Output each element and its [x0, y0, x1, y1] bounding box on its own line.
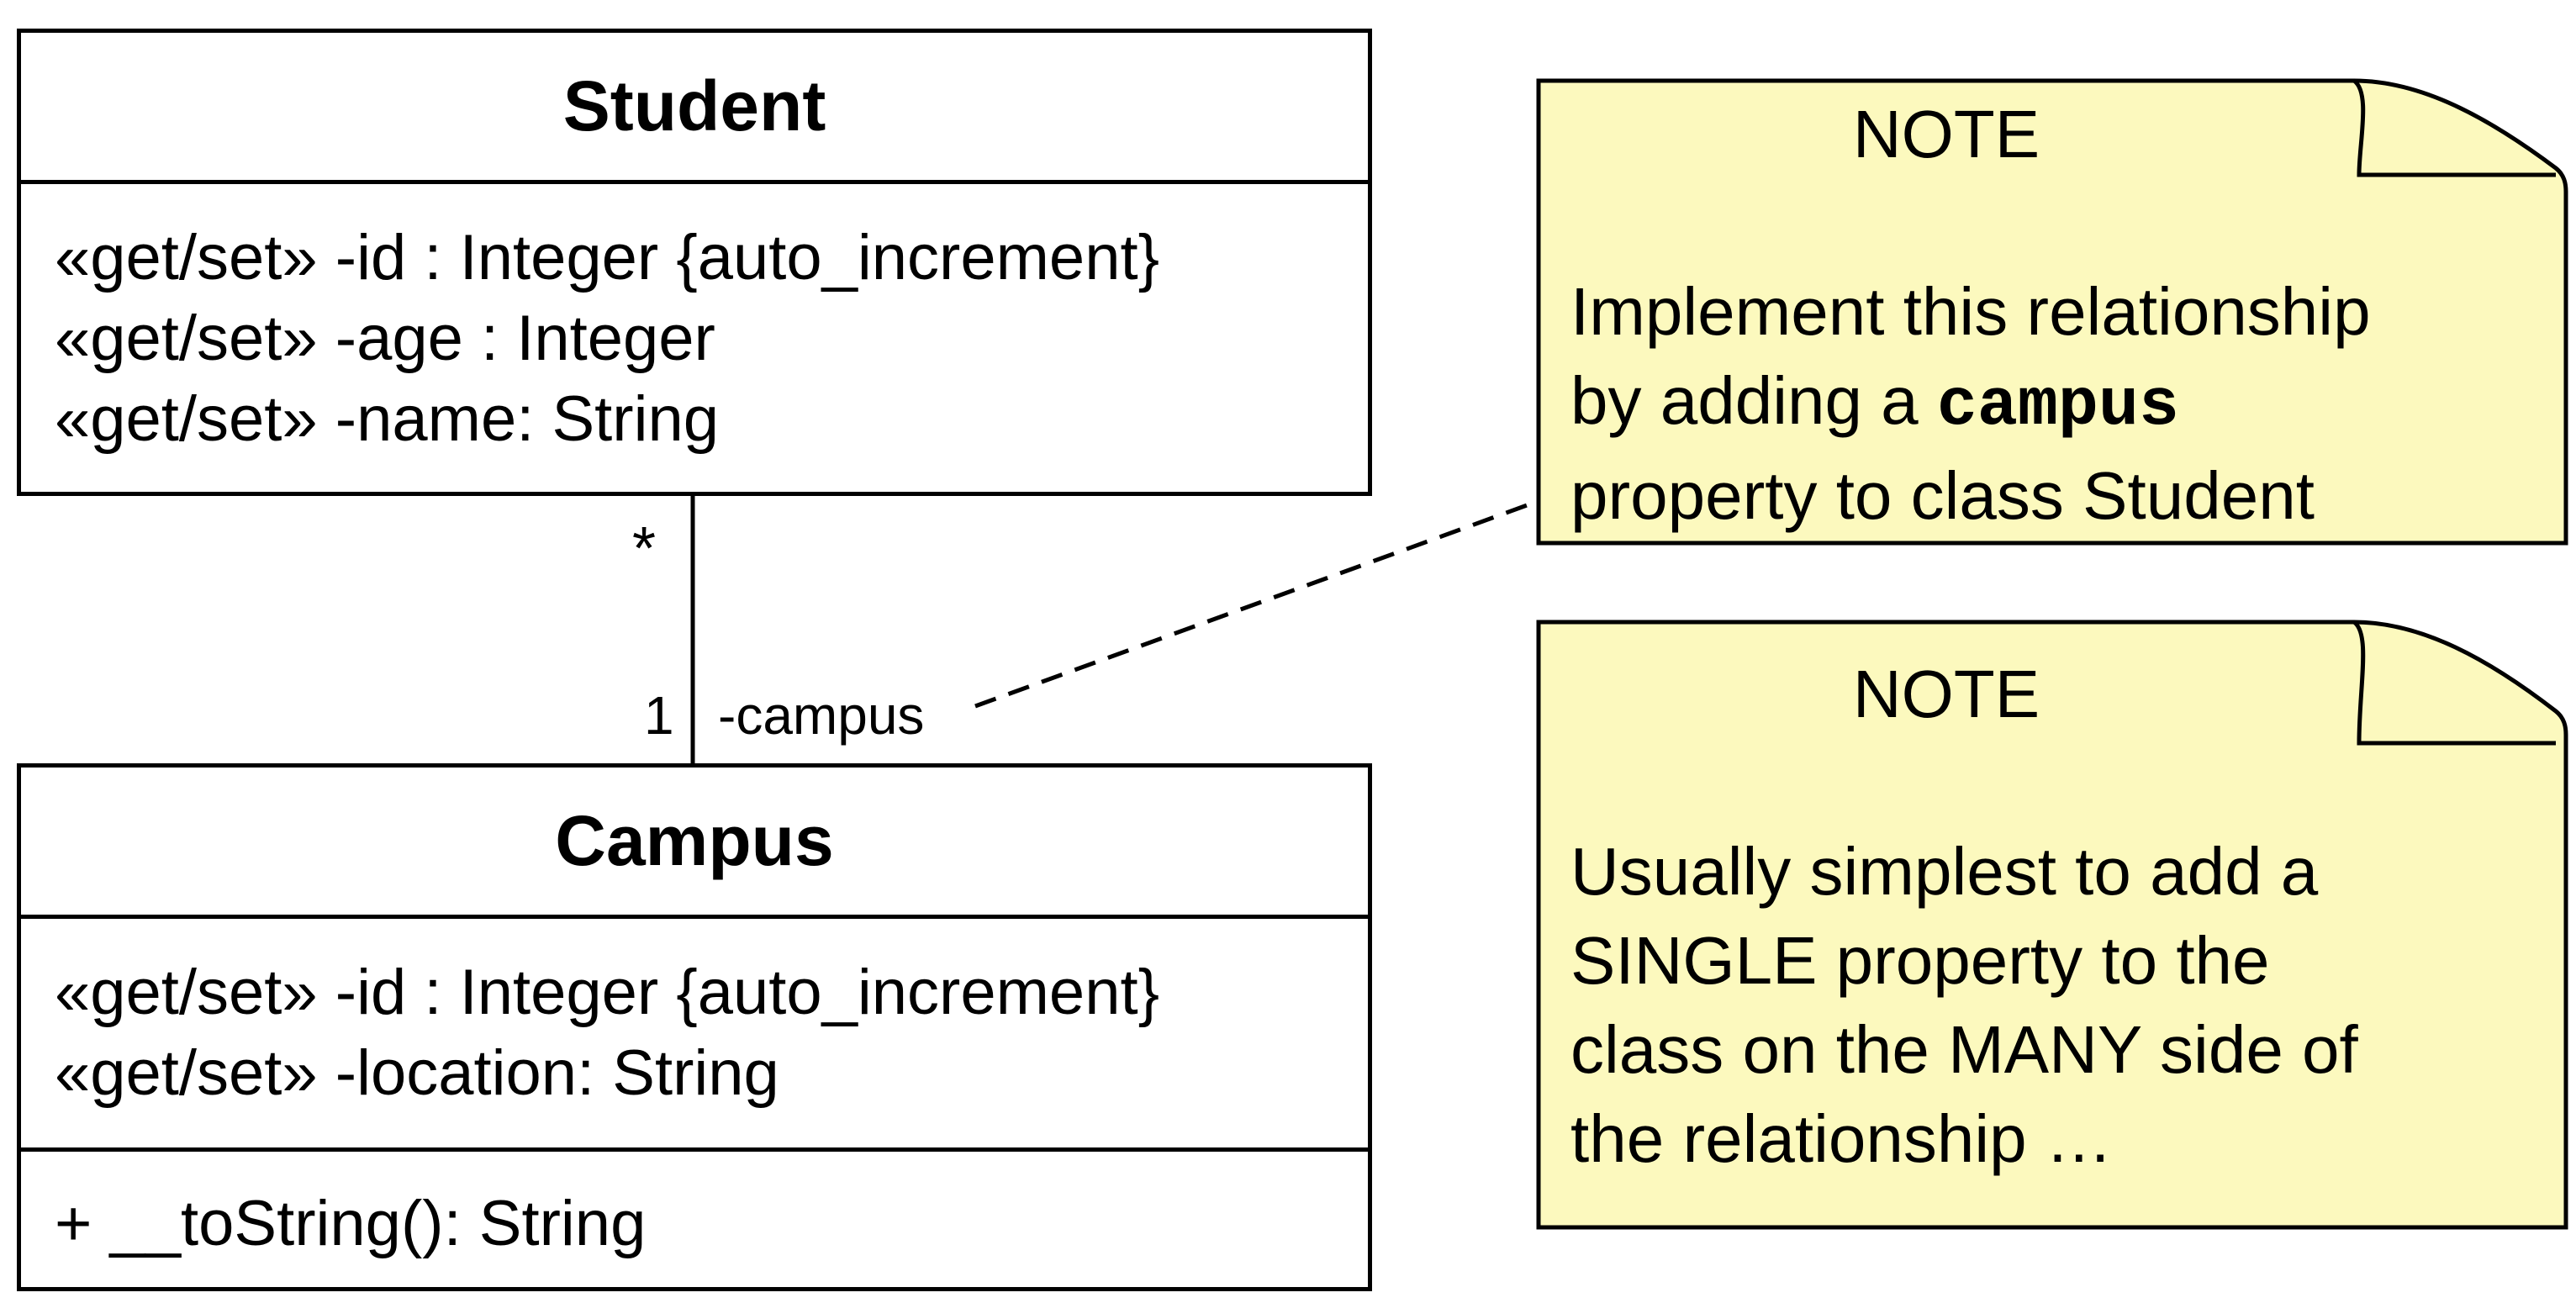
- note-1-title: NOTE: [1852, 97, 2040, 171]
- student-attribute-name: «get/set» -name: String: [55, 383, 719, 455]
- student-attribute-age: «get/set» -age : Integer: [55, 303, 715, 374]
- note-2-line-2: SINGLE property to the: [1570, 923, 2270, 998]
- student-attributes: «get/set» -id : Integer {auto_increment}…: [21, 184, 1368, 460]
- campus-attribute-id: «get/set» -id : Integer {auto_increment}: [55, 957, 1159, 1028]
- note2-fold: [2352, 620, 2556, 746]
- note2-shape: [1536, 620, 2568, 1230]
- student-class: Student «get/set» -id : Integer {auto_in…: [17, 29, 1372, 496]
- campus-attribute-location: «get/set» -location: String: [55, 1037, 779, 1109]
- note-anchor-line: [974, 499, 1539, 709]
- student-multiplicity: *: [632, 515, 657, 583]
- note1-fold: [2352, 78, 2556, 177]
- note-1-line-1: Implement this relationship: [1570, 274, 2371, 349]
- note-1-code-campus: campus: [1936, 368, 2179, 445]
- student-class-name: Student: [21, 33, 1368, 184]
- note-1-line-2-text: by adding a: [1570, 363, 1937, 438]
- note-2-line-4: the relationship …: [1570, 1101, 2113, 1176]
- note-1: NOTE Implement this relationship by addi…: [1539, 81, 2566, 543]
- campus-class: Campus «get/set» -id : Integer {auto_inc…: [17, 763, 1372, 1291]
- note-1-line-2: by adding a campus: [1570, 356, 2371, 451]
- campus-operations: + __toString(): String: [21, 1147, 1368, 1264]
- note-2-title: NOTE: [1852, 657, 2040, 731]
- note-2-line-1: Usually simplest to add a: [1570, 834, 2319, 909]
- student-attribute-id: «get/set» -id : Integer {auto_increment}: [55, 222, 1159, 293]
- note1-shape: [1536, 78, 2568, 546]
- campus-multiplicity: 1: [644, 685, 674, 746]
- note-2-line-3: class on the MANY side of: [1570, 1012, 2358, 1087]
- campus-class-name: Campus: [21, 768, 1368, 919]
- campus-attributes: «get/set» -id : Integer {auto_increment}…: [21, 919, 1368, 1147]
- note-2: NOTE Usually simplest to add a SINGLE pr…: [1539, 622, 2566, 1227]
- campus-operation-tostring: + __toString(): String: [55, 1188, 647, 1259]
- note-1-text: Implement this relationship by adding a …: [1570, 267, 2371, 541]
- note-1-line-3: property to class Student: [1570, 458, 2315, 533]
- association-role-label: -campus: [711, 684, 932, 746]
- note-2-text: Usually simplest to add a SINGLE propert…: [1570, 827, 2358, 1184]
